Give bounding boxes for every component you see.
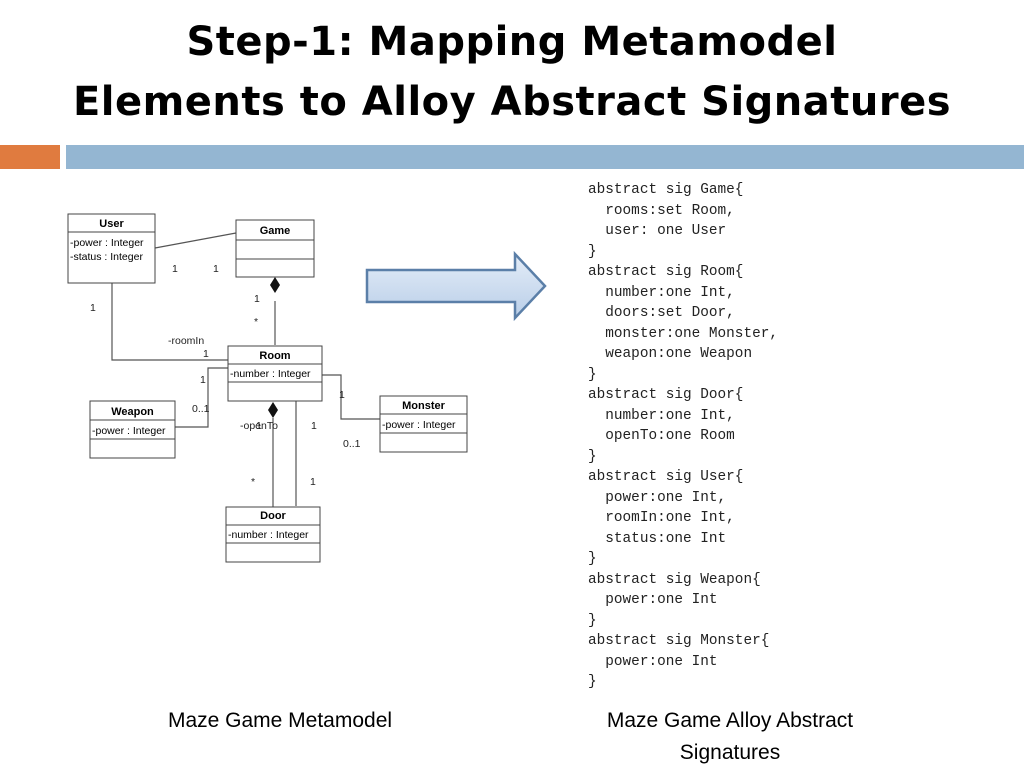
mult-door-room-1: 1 — [256, 420, 262, 432]
code-line: number:one Int, — [588, 407, 735, 424]
slide-title-line-2: Elements to Alloy Abstract Signatures — [72, 79, 952, 125]
class-room-name: Room — [259, 350, 290, 362]
mult-game-room-1: 1 — [254, 293, 260, 305]
class-game-name: Game — [260, 225, 291, 237]
class-monster-name: Monster — [402, 400, 446, 412]
caption-alloy-line-2: Signatures — [679, 741, 781, 764]
code-line: abstract sig Game{ — [588, 182, 744, 198]
assoc-room-weapon — [175, 367, 228, 428]
class-monster: Monster -power : Integer — [379, 395, 468, 453]
slide-title-line-1: Step-1: Mapping Metamodel — [186, 19, 838, 65]
code-line: monster:one Monster, — [588, 325, 778, 342]
class-door: Door -number : Integer — [225, 506, 321, 563]
mult-game-room-star: * — [254, 316, 258, 328]
code-line: abstract sig Door{ — [588, 387, 744, 403]
mult-user-game-1a: 1 — [172, 263, 178, 275]
class-weapon-name: Weapon — [111, 406, 154, 418]
mult-room-door-star: * — [251, 476, 255, 488]
role-opento: -openTo — [240, 420, 278, 432]
assoc-user-room — [111, 283, 228, 361]
code-line: power:one Int — [588, 592, 718, 608]
code-line: abstract sig Room{ — [588, 264, 744, 280]
code-line: power:one Int, — [588, 489, 727, 506]
role-roomin: -roomIn — [168, 335, 204, 347]
code-line: abstract sig User{ — [588, 469, 744, 485]
composition-diamond-game — [270, 277, 280, 293]
class-door-attr-number: -number : Integer — [228, 529, 309, 541]
code-line: openTo:one Room — [588, 428, 735, 444]
code-line: power:one Int — [588, 653, 718, 670]
code-line: } — [588, 366, 597, 383]
code-line: } — [588, 551, 597, 567]
accent-bar-orange — [0, 145, 60, 169]
mult-weapon: 0..1 — [192, 403, 210, 415]
mult-door-room-1b: 1 — [310, 476, 316, 488]
code-line: user: one User — [588, 223, 727, 239]
class-weapon-attr-power: -power : Integer — [92, 425, 166, 437]
composition-diamond-room — [268, 402, 278, 418]
code-line: abstract sig Weapon{ — [588, 571, 761, 588]
mult-room-weapon-1: 1 — [200, 374, 206, 386]
accent-bar-blue — [66, 145, 1024, 169]
class-weapon: Weapon -power : Integer — [89, 400, 176, 459]
mult-room-door-1: 1 — [311, 420, 317, 432]
class-room: Room -number : Integer — [227, 345, 323, 402]
mult-monster: 0..1 — [343, 438, 361, 450]
alloy-code-block: abstract sig Game{ rooms:set Room, user:… — [588, 180, 778, 693]
class-user-name: User — [99, 218, 124, 230]
caption-alloy: Maze Game Alloy Abstract Signatures — [570, 705, 890, 769]
code-line: } — [588, 448, 597, 465]
class-game: Game — [235, 219, 315, 278]
code-line: abstract sig Monster{ — [588, 633, 770, 649]
slide-title: Step-1: Mapping Metamodel Elements to Al… — [0, 12, 1024, 132]
code-line: } — [588, 612, 597, 629]
mult-user-room-1: 1 — [90, 302, 96, 314]
class-room-attr-number: -number : Integer — [230, 368, 311, 380]
code-line: number:one Int, — [588, 284, 735, 301]
mult-user-game-1b: 1 — [213, 263, 219, 275]
class-monster-attr-power: -power : Integer — [382, 419, 456, 431]
code-line: } — [588, 243, 597, 260]
class-door-name: Door — [260, 510, 286, 522]
code-line: roomIn:one Int, — [588, 510, 735, 526]
mult-room-user-1: 1 — [203, 348, 209, 360]
class-user-attr-status: -status : Integer — [70, 251, 143, 263]
mult-room-monster-1: 1 — [339, 389, 345, 401]
code-line: } — [588, 674, 597, 690]
caption-metamodel: Maze Game Metamodel — [167, 709, 393, 732]
metamodel-diagram: User -power : Integer -status : Integer … — [67, 213, 468, 563]
class-user: User -power : Integer -status : Integer — [67, 213, 156, 284]
caption-alloy-line-1: Maze Game Alloy Abstract — [606, 709, 854, 732]
code-line: rooms:set Room, — [588, 202, 735, 219]
class-user-attr-power: -power : Integer — [70, 237, 144, 249]
code-line: doors:set Door, — [588, 305, 735, 321]
assoc-user-game — [154, 232, 237, 249]
assoc-room-monster — [322, 374, 380, 420]
code-line: weapon:one Weapon — [588, 346, 753, 362]
right-arrow-icon — [365, 250, 547, 322]
code-line: status:one Int — [588, 530, 727, 547]
